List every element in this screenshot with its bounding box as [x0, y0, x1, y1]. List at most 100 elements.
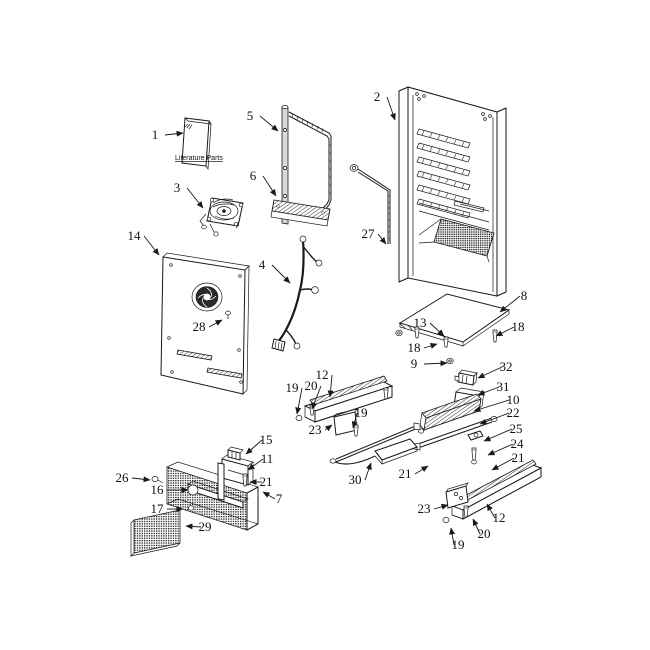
washer-9a [395, 329, 403, 337]
callout-24: 24 [511, 436, 525, 451]
callout-31: 31 [497, 379, 510, 394]
callout-31-leader [477, 386, 500, 396]
callout-26: 26 [116, 470, 130, 485]
callout-18: 18 [512, 319, 525, 334]
literature-parts-label: Literature Parts [175, 155, 223, 162]
hardware-19c-20b [442, 505, 469, 523]
callout-25: 25 [510, 421, 523, 436]
part-module-11 [217, 446, 254, 501]
part-mid-bracket [295, 375, 394, 437]
part-rod-21b [335, 422, 421, 463]
callout-7: 7 [276, 491, 283, 506]
callout-20b-leader [472, 518, 481, 535]
callout-20: 20 [305, 378, 318, 393]
callout-12b: 12 [493, 510, 506, 525]
part-condenser-fan [199, 197, 244, 237]
callout-15-leader [245, 439, 263, 455]
part-wire-harness [271, 235, 323, 352]
callout-22: 22 [507, 405, 520, 420]
part-lower-grille-insert [130, 509, 181, 557]
callout-8-leader [499, 295, 521, 313]
part-literature-sheet [181, 117, 212, 171]
callout-25-leader [483, 428, 513, 442]
callout-15: 15 [260, 432, 273, 447]
part-long-bracket [413, 393, 498, 451]
callout-12: 12 [316, 367, 329, 382]
callout-14: 14 [128, 228, 142, 243]
callout-2-leader [386, 96, 396, 121]
callout-11: 11 [261, 451, 274, 466]
callout-28: 28 [193, 319, 206, 334]
callout-9: 9 [411, 356, 418, 371]
callout-30-leader [364, 462, 372, 481]
callout-19-leader [295, 387, 303, 415]
callout-22-leader [479, 412, 510, 425]
hardware-clamp-25 [467, 430, 484, 441]
callout-20b: 20 [478, 526, 491, 541]
callout-32-leader [477, 366, 503, 379]
callout-number-group: 1234567891011121314151617181819191920202… [116, 89, 528, 552]
callout-1-leader [164, 130, 184, 137]
screw-26 [151, 476, 164, 484]
callout-4-leader [271, 264, 291, 284]
callout-19c: 19 [452, 537, 465, 552]
part-control-module [329, 438, 418, 465]
callout-19b-leader [351, 412, 358, 429]
callout-21b-leader [414, 465, 429, 475]
part-rear-access-panel [160, 252, 250, 395]
callout-4: 4 [259, 257, 266, 272]
callout-18b-leader [423, 343, 438, 349]
callout-14-leader [143, 235, 160, 256]
callout-13: 13 [414, 315, 427, 330]
callout-16: 16 [151, 482, 165, 497]
washer-9b [446, 357, 454, 365]
callout-19b: 19 [355, 405, 368, 420]
callout-23-leader [324, 424, 333, 432]
part-terminal-connector [454, 369, 478, 386]
callout-23b-leader [433, 503, 449, 510]
callout-1: 1 [152, 127, 159, 142]
callout-5-leader [259, 115, 279, 132]
callout-21: 21 [260, 474, 273, 489]
text-label-group: Literature Parts [175, 155, 223, 162]
part-bottom-right-rail [450, 459, 543, 520]
callout-21b: 21 [399, 466, 412, 481]
callout-23: 23 [309, 422, 322, 437]
callout-19c-leader [449, 527, 456, 546]
callout-5: 5 [247, 108, 254, 123]
part-drain-tube [349, 164, 391, 244]
callout-21c: 21 [512, 450, 525, 465]
screw-13 [443, 336, 449, 348]
callout-17: 17 [151, 501, 165, 516]
callout-23b: 23 [418, 501, 431, 516]
callout-21c-leader [491, 457, 515, 471]
callout-18-leader [495, 326, 515, 337]
screw-18b [414, 326, 420, 339]
callout-20-leader [311, 385, 322, 410]
callout-9-leader [423, 360, 448, 367]
callout-2: 2 [374, 89, 381, 104]
callout-27-leader [377, 233, 387, 245]
part-bracket-rail [270, 199, 331, 227]
callout-27: 27 [362, 226, 376, 241]
callout-13-leader [429, 322, 445, 337]
callout-19: 19 [286, 380, 299, 395]
callout-12b-leader [486, 503, 496, 519]
callout-10: 10 [507, 392, 520, 407]
callout-8: 8 [521, 288, 528, 303]
callout-3: 3 [174, 180, 181, 195]
callout-28-leader [208, 319, 223, 328]
callout-3-leader [186, 187, 204, 209]
callout-12-leader [327, 374, 334, 398]
callout-18b: 18 [408, 340, 421, 355]
callout-10-leader [473, 399, 510, 412]
callout-30: 30 [349, 472, 362, 487]
callout-6-leader [262, 175, 277, 197]
callout-26-leader [131, 476, 151, 483]
callout-7-leader [262, 491, 276, 500]
callout-29: 29 [199, 519, 212, 534]
callout-32: 32 [500, 359, 513, 374]
part-bracket-23b [445, 482, 469, 509]
